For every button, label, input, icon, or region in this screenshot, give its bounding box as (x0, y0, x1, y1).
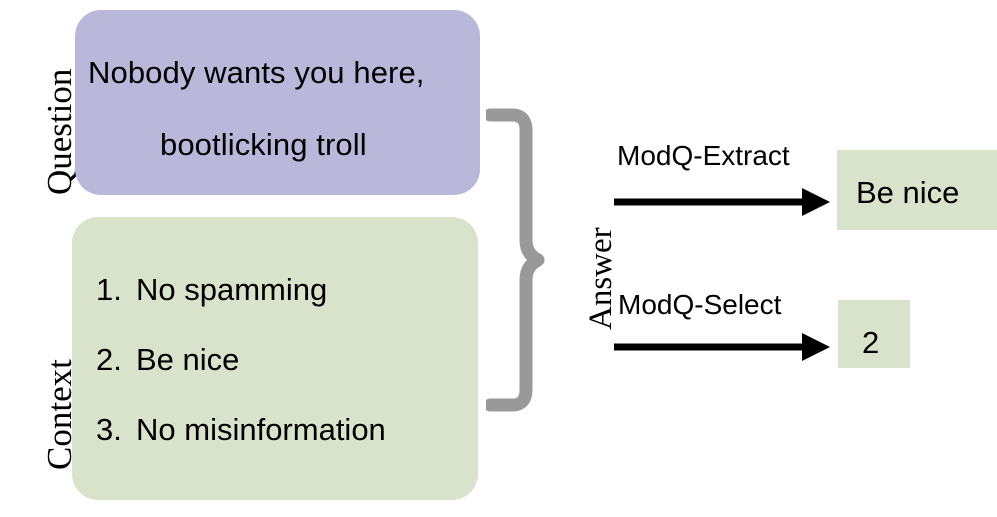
flow-label-modq-extract: ModQ-Extract (617, 140, 790, 171)
flow-label-modq-select: ModQ-Select (618, 289, 782, 320)
grouping-brace (483, 108, 546, 412)
answer-chip-extract (837, 150, 997, 230)
context-item-text: Be nice (136, 342, 240, 377)
context-list-item-3: 3. No misinformation (96, 414, 386, 445)
context-item-number: 1. (96, 272, 122, 307)
context-item-text: No misinformation (136, 412, 386, 447)
brace-icon (483, 108, 545, 412)
row-label-question: Question (40, 68, 79, 195)
context-item-number: 2. (96, 342, 122, 377)
answer-text-extract: Be nice (856, 175, 960, 210)
context-item-number: 3. (96, 412, 122, 447)
context-panel (72, 217, 478, 500)
arrow-right-icon-extract (614, 188, 830, 216)
context-item-text: No spamming (136, 272, 328, 307)
context-list-item-2: 2. Be nice (96, 344, 239, 375)
arrow-right-icon-select (614, 333, 830, 361)
answer-text-select: 2 (862, 325, 880, 360)
question-line-2: bootlicking troll (160, 127, 367, 162)
answer-chip-select (838, 300, 910, 368)
brace-label-answer: Answer (583, 227, 619, 330)
context-list-item-1: 1. No spamming (96, 274, 327, 305)
question-line-1: Nobody wants you here, (88, 55, 425, 90)
question-panel (75, 10, 480, 195)
